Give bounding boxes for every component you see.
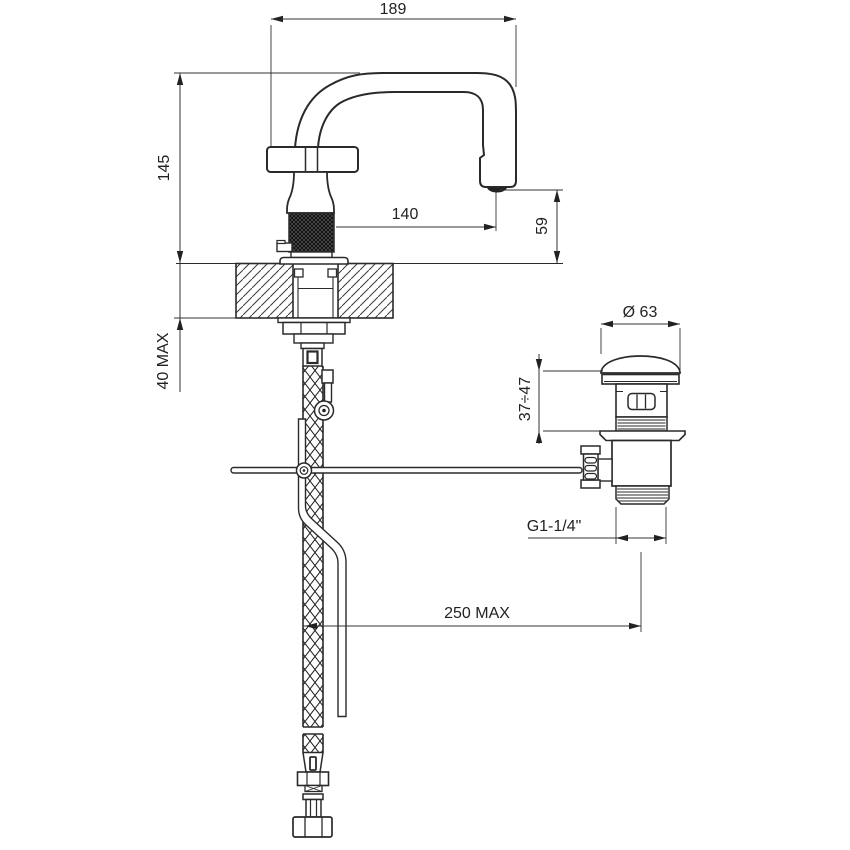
faucet-shank: [292, 262, 339, 319]
hose-end-fittings: [292, 751, 333, 838]
drain-assembly: [580, 355, 686, 505]
label-waste-cap-diameter: Ø 63: [623, 304, 658, 321]
rod-s-bend: [297, 418, 347, 718]
dim-spout-height: [174, 72, 360, 263]
handle-stem: [286, 171, 335, 214]
label-overall-depth: 189: [380, 1, 407, 18]
dim-waste-thread: [528, 507, 667, 544]
dim-waste-cap-diameter: [600, 320, 681, 370]
dim-deck-thickness: [174, 263, 278, 392]
label-deck-thickness: 40 MAX: [155, 332, 172, 389]
dim-waste-adjustment: [535, 354, 603, 444]
dim-spout-reach: [336, 192, 497, 231]
base-flange: [279, 256, 349, 265]
faucet-spout: [293, 72, 517, 193]
dim-spout-to-deck: [499, 189, 563, 263]
fixing-nut-assembly: [277, 317, 351, 367]
side-tab: [276, 242, 293, 253]
spout-tube: [293, 72, 517, 188]
pop-up-rod: [297, 369, 347, 718]
label-spout-to-deck: 59: [534, 217, 551, 235]
rod-knurled-nut: [580, 445, 601, 489]
waste-cap: [600, 355, 681, 374]
label-spout-height: 145: [156, 155, 173, 182]
knurled-grip: [288, 212, 335, 253]
supply-hose: [302, 366, 324, 753]
connector-nut: [292, 816, 333, 838]
aerator-tip-icon: [487, 187, 507, 193]
label-waste-thread: G1-1/4": [527, 518, 582, 535]
cross-handle: [266, 146, 359, 265]
dim-hose-projection: [303, 552, 642, 632]
handle-bar: [266, 146, 359, 173]
label-spout-reach: 140: [392, 206, 419, 223]
hose-nut: [296, 771, 330, 787]
pop-up-lever-rod: [230, 462, 583, 479]
label-hose-projection: 250 MAX: [444, 605, 510, 622]
waste-body: [611, 439, 672, 487]
overflow-slot: [627, 392, 656, 411]
mounting-nut: [282, 321, 346, 335]
dim-overall-depth: [270, 15, 517, 146]
label-waste-adjustment: 37÷47: [517, 377, 534, 421]
dimension-annotations: [174, 15, 681, 632]
clamp-flange: [599, 430, 686, 442]
